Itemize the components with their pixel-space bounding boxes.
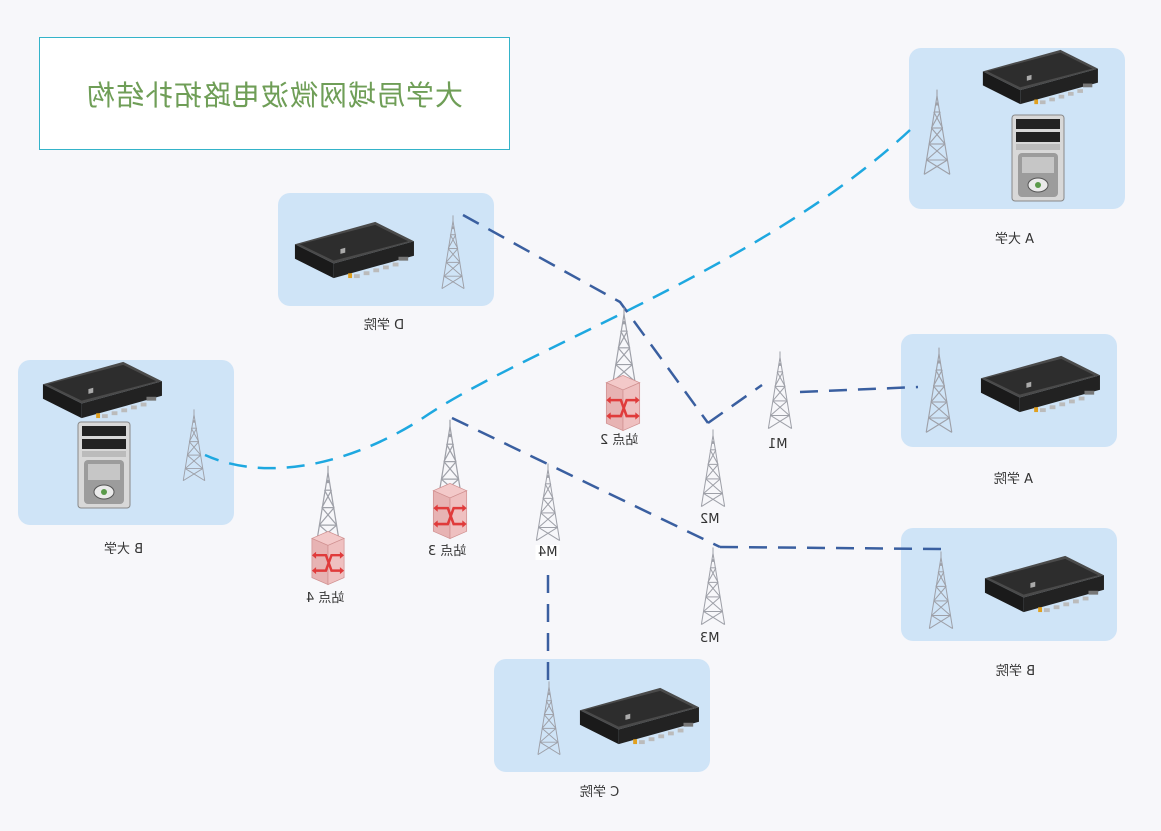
router-icon xyxy=(978,48,1100,106)
label-m3: M3 xyxy=(700,631,720,646)
tower-icon xyxy=(916,88,958,176)
router-icon xyxy=(38,360,164,420)
tower-icon xyxy=(920,550,962,630)
microwave-link-m1-college-a xyxy=(799,385,919,394)
diagram-title-box: 大学局域网微波电路拓扑结构 xyxy=(39,37,510,150)
microwave-link-s3-m3 xyxy=(451,416,721,549)
router-icon xyxy=(980,554,1106,614)
label-college-d: D 学院 xyxy=(364,318,405,333)
label-univ-b: B 大学 xyxy=(104,542,144,557)
label-college-c: C 学院 xyxy=(580,785,620,800)
tower-icon xyxy=(528,680,570,756)
tower-icon xyxy=(174,408,214,482)
server-icon xyxy=(76,420,132,510)
label-m1: M1 xyxy=(768,437,788,452)
router-icon xyxy=(976,354,1102,414)
tower-icon xyxy=(760,350,800,430)
label-college-a: A 学院 xyxy=(994,472,1034,487)
tower-icon xyxy=(528,462,568,542)
microwave-link-d-m2 xyxy=(462,213,710,424)
backbone-link xyxy=(204,129,911,470)
tower-icon xyxy=(693,546,733,626)
diagram-title: 大学局域网微波电路拓扑结构 xyxy=(85,78,463,112)
microwave-link-m2-m1 xyxy=(707,383,763,425)
tower-icon xyxy=(432,214,474,290)
switch-icon xyxy=(302,530,354,586)
label-college-b: B 学院 xyxy=(996,664,1036,679)
switch-icon xyxy=(598,374,648,432)
server-icon xyxy=(1010,113,1066,203)
label-station-2: 站点 2 xyxy=(600,433,639,448)
tower-icon xyxy=(693,428,733,508)
label-station-4: 站点 4 xyxy=(306,591,345,606)
microwave-link-m3-college-b xyxy=(719,545,943,551)
tower-icon xyxy=(918,346,960,434)
label-m2: M2 xyxy=(700,512,720,527)
label-station-3: 站点 3 xyxy=(428,544,467,559)
switch-icon xyxy=(424,482,476,540)
label-univ-a: A 大学 xyxy=(995,232,1035,247)
router-icon xyxy=(290,220,416,280)
router-icon xyxy=(575,686,701,746)
label-m4: M4 xyxy=(536,545,560,560)
